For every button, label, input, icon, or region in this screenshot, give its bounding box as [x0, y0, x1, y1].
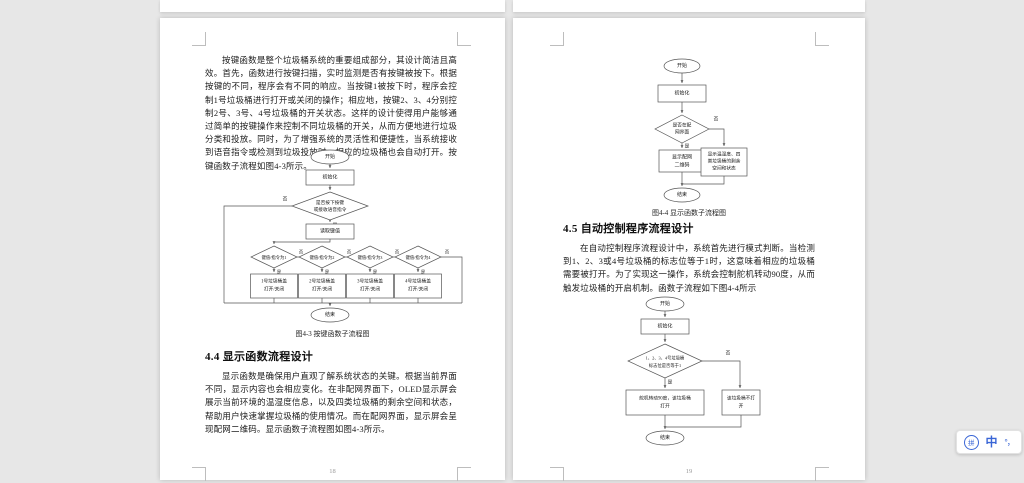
config-page-decision: 是否在配 网界面 否 是: [654, 114, 719, 150]
svg-text:标志位是否等于1: 标志位是否等于1: [649, 362, 681, 369]
ime-language-toggle[interactable]: 中: [985, 435, 998, 449]
svg-text:打开/关闭: 打开/关闭: [312, 286, 332, 293]
svg-text:键值/指令为2: 键值/指令为2: [310, 254, 335, 261]
ime-punctuation-toggle[interactable]: °，: [1004, 436, 1015, 447]
flowchart-key-function: 开始 初始化 是否按下按键 或接收语音指令 否 是 读取键值 键值/指令为1 是…: [223, 149, 463, 323]
svg-text:类垃圾桶的剩余: 类垃圾桶的剩余: [708, 158, 741, 165]
body-paragraph: 在自动控制程序流程设计中，系统首先进行模式判断。当检测到1、2、3或4号垃圾桶的…: [563, 243, 815, 293]
section-heading-4-4: 4.4 显示函数流程设计: [205, 351, 314, 363]
svg-text:1号垃圾桶盖: 1号垃圾桶盖: [261, 278, 287, 285]
svg-text:键值/指令为3: 键值/指令为3: [358, 254, 383, 261]
svg-text:显示温湿度、四: 显示温湿度、四: [708, 151, 741, 158]
svg-text:是: 是: [421, 270, 426, 276]
svg-text:是否在配: 是否在配: [673, 122, 692, 129]
init-node: 初始化: [640, 318, 690, 335]
svg-text:是: 是: [685, 144, 690, 150]
not-open-node: 该垃圾桶不打 开: [721, 389, 761, 416]
previous-page-edge-left: [160, 0, 505, 12]
end-node: 结束: [645, 430, 685, 446]
svg-text:4号垃圾桶盖: 4号垃圾桶盖: [405, 278, 431, 285]
svg-text:否: 否: [726, 351, 731, 357]
svg-text:否: 否: [714, 117, 719, 123]
branch-2: 键值/指令为2 是 否 2号垃圾桶盖 打开/关闭: [298, 245, 352, 299]
start-node: 开始: [645, 296, 685, 312]
flowchart-display-function: 开始 初始化 是否在配 网界面 否 是 显示配网 二维码 显示温湿度、四 类垃圾…: [654, 58, 748, 203]
svg-text:或接收语音指令: 或接收语音指令: [314, 206, 347, 213]
svg-text:结束: 结束: [325, 311, 335, 318]
svg-text:是否按下按键: 是否按下按键: [316, 199, 344, 206]
svg-text:是: 是: [373, 270, 378, 276]
svg-text:否: 否: [445, 250, 450, 256]
document-page-right: 开始 初始化 是否在配 网界面 否 是 显示配网 二维码 显示温湿度、四 类垃圾…: [513, 18, 865, 481]
figure-caption: 图4-4 显示函数子流程图: [651, 209, 727, 217]
ime-pinyin-label: 拼: [968, 440, 975, 447]
svg-text:是: 是: [668, 380, 673, 386]
svg-text:键值/指令为1: 键值/指令为1: [262, 254, 287, 261]
svg-text:读取键值: 读取键值: [320, 228, 340, 235]
init-node: 初始化: [305, 169, 355, 186]
start-node: 开始: [310, 149, 350, 165]
svg-text:结束: 结束: [660, 434, 670, 441]
svg-text:打开/关闭: 打开/关闭: [360, 286, 380, 293]
crop-mark: [815, 32, 829, 46]
svg-text:开始: 开始: [325, 153, 335, 160]
svg-text:1、2、3、4号垃圾桶: 1、2、3、4号垃圾桶: [646, 355, 685, 362]
figure-caption: 图4-3 按键函数子流程图: [295, 330, 370, 338]
svg-text:空间和状态: 空间和状态: [712, 165, 736, 172]
section-heading-4-5: 4.5 自动控制程序流程设计: [563, 223, 694, 235]
ime-status-bar: 拼 中 °，: [956, 430, 1022, 454]
crop-mark: [550, 467, 564, 481]
crop-mark: [550, 32, 564, 46]
svg-text:键值/指令为4: 键值/指令为4: [406, 254, 432, 261]
svg-text:3号垃圾桶盖: 3号垃圾桶盖: [357, 278, 383, 285]
branch-4: 键值/指令为4 是 否 4号垃圾桶盖 打开/关闭: [394, 245, 450, 299]
svg-text:否: 否: [283, 197, 288, 203]
servo-open-node: 舵机转动90度，该垃圾桶 打开: [625, 389, 705, 416]
show-status-node: 显示温湿度、四 类垃圾桶的剩余 空间和状态: [700, 147, 748, 177]
branch-1: 键值/指令为1 是 否 1号垃圾桶盖 打开/关闭: [250, 245, 304, 299]
crop-mark: [457, 32, 471, 46]
svg-text:否: 否: [299, 250, 304, 256]
ime-pinyin-icon[interactable]: 拼: [963, 434, 979, 450]
svg-text:开始: 开始: [660, 300, 670, 307]
svg-text:是: 是: [277, 270, 282, 276]
crop-mark: [815, 467, 829, 481]
end-node: 结束: [310, 307, 350, 323]
crop-mark: [192, 32, 206, 46]
read-key-node: 读取键值: [305, 223, 355, 240]
svg-text:网界面: 网界面: [675, 130, 689, 136]
previous-page-edge-right: [513, 0, 865, 12]
svg-text:初始化: 初始化: [322, 174, 337, 181]
page-number: 18: [329, 468, 336, 475]
svg-text:结束: 结束: [677, 191, 687, 198]
show-qrcode-node: 显示配网 二维码: [658, 149, 706, 173]
svg-text:该垃圾桶不打: 该垃圾桶不打: [727, 395, 755, 402]
svg-text:打开/关闭: 打开/关闭: [264, 286, 284, 293]
svg-text:二维码: 二维码: [674, 162, 689, 169]
document-page-left: 按键函数是整个垃圾桶系统的重要组成部分，其设计简洁且高效。首先，函数进行按键扫描…: [160, 18, 505, 481]
crop-mark: [457, 467, 471, 481]
init-node: 初始化: [657, 84, 707, 103]
end-node: 结束: [663, 187, 701, 203]
svg-text:初始化: 初始化: [674, 90, 689, 97]
svg-text:显示配网: 显示配网: [672, 155, 692, 161]
svg-text:否: 否: [395, 250, 400, 256]
svg-text:是: 是: [325, 270, 330, 276]
svg-text:开始: 开始: [677, 62, 687, 69]
page-number: 19: [685, 468, 693, 475]
body-paragraph: 显示函数是确保用户直观了解系统状态的关键。根据当前界面不同，显示内容也会相应变化…: [205, 371, 457, 434]
branch-3: 键值/指令为3 是 否 3号垃圾桶盖 打开/关闭: [346, 245, 400, 299]
svg-text:舵机转动90度，该垃圾桶: 舵机转动90度，该垃圾桶: [639, 395, 691, 402]
svg-text:初始化: 初始化: [657, 323, 672, 330]
svg-text:打开: 打开: [660, 403, 670, 410]
key-or-voice-decision: 是否按下按键 或接收语音指令 否 是: [283, 191, 370, 229]
svg-text:否: 否: [347, 250, 352, 256]
start-node: 开始: [663, 58, 701, 74]
svg-text:2号垃圾桶盖: 2号垃圾桶盖: [309, 278, 335, 285]
flowchart-auto-control: 开始 初始化 1、2、3、4号垃圾桶 标志位是否等于1 否 是 舵机转动90度，…: [625, 296, 761, 446]
crop-mark: [192, 467, 206, 481]
flag-decision: 1、2、3、4号垃圾桶 标志位是否等于1 否 是: [627, 343, 731, 386]
svg-text:打开/关闭: 打开/关闭: [408, 286, 428, 293]
svg-text:开: 开: [739, 404, 744, 410]
